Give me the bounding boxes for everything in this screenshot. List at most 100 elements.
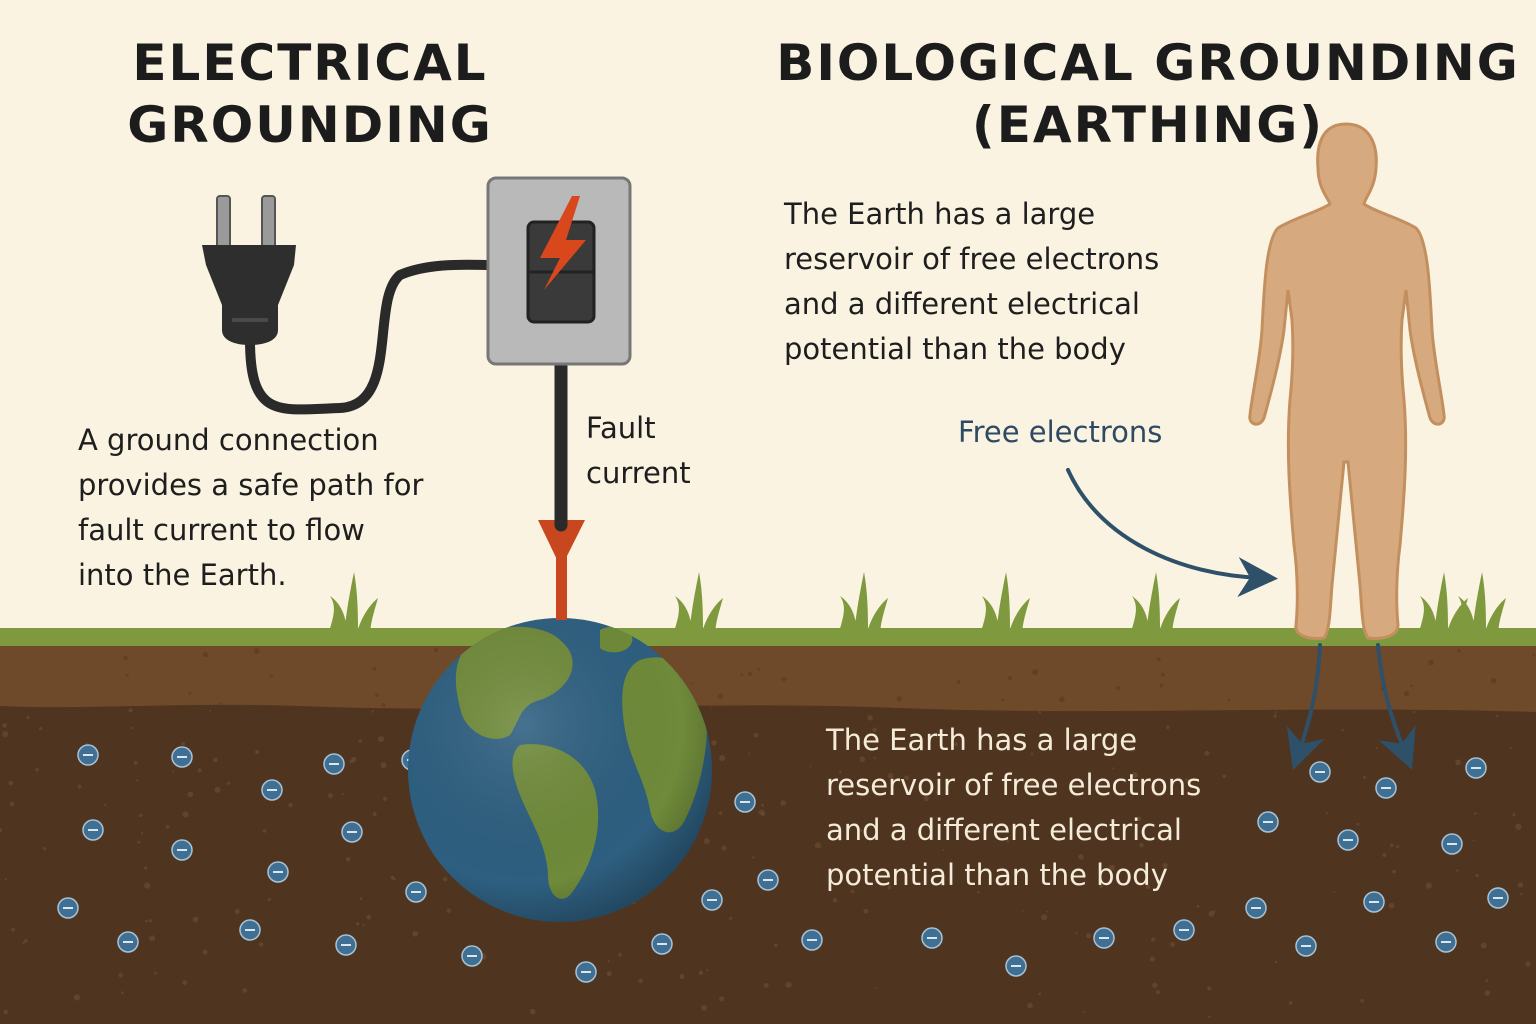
soil-speck xyxy=(380,762,387,769)
soil-speck xyxy=(873,756,877,760)
soil-speck xyxy=(1392,869,1397,874)
soil-speck xyxy=(1325,812,1329,815)
soil-speck xyxy=(1495,714,1499,718)
electron-flow-arrows xyxy=(1066,468,1416,771)
soil-speck xyxy=(1152,982,1158,988)
soil-speck xyxy=(372,667,377,671)
soil-speck xyxy=(757,667,761,671)
electrical-grounding-title: ELECTRICAL GROUNDING xyxy=(0,32,620,156)
soil-speck xyxy=(1480,942,1487,949)
soil-speck xyxy=(208,709,211,712)
soil-speck xyxy=(35,767,39,772)
soil-speck xyxy=(1145,884,1151,890)
soil-speck xyxy=(148,919,153,923)
soil-speck xyxy=(1108,864,1116,871)
soil-speck xyxy=(1475,873,1479,878)
soil-speck xyxy=(1517,882,1524,888)
soil-speck xyxy=(288,802,293,808)
soil-speck xyxy=(341,793,344,796)
soil-speck xyxy=(136,779,139,782)
soil-speck xyxy=(863,908,869,914)
soil-speck xyxy=(1185,778,1189,782)
soil-speck xyxy=(773,943,778,948)
soil-speck xyxy=(956,680,961,684)
soil-speck xyxy=(874,987,877,989)
soil-speck xyxy=(22,941,25,945)
soil-speck xyxy=(859,828,863,832)
soil-speck xyxy=(718,811,723,815)
soil-speck xyxy=(375,693,379,697)
soil-speck xyxy=(1520,892,1523,896)
soil-speck xyxy=(355,922,360,926)
soil-speck xyxy=(711,740,717,746)
soil-speck xyxy=(1388,902,1395,909)
soil-speck xyxy=(371,710,374,713)
soil-speck xyxy=(1045,910,1048,913)
soil-speck xyxy=(1396,845,1400,849)
soil-speck xyxy=(77,784,82,789)
soil-speck xyxy=(887,772,894,779)
soil-speck xyxy=(131,726,134,730)
soil-speck xyxy=(781,676,787,682)
description-line: A ground connection xyxy=(78,423,379,457)
soil-speck xyxy=(2,723,7,728)
soil-speck xyxy=(748,752,751,755)
soil-speck xyxy=(118,972,123,978)
soil-speck xyxy=(1455,759,1461,766)
soil-speck xyxy=(128,708,133,713)
outlet-icon xyxy=(486,176,632,366)
soil-speck xyxy=(832,898,838,903)
soil-speck xyxy=(165,825,170,829)
soil-speck xyxy=(761,811,766,817)
soil-speck xyxy=(850,889,855,894)
soil-speck xyxy=(138,813,143,818)
soil-speck xyxy=(349,759,354,764)
soil-speck xyxy=(1389,843,1394,848)
soil-speck xyxy=(606,970,612,977)
soil-speck xyxy=(39,727,43,731)
soil-speck xyxy=(2,731,9,738)
soil-speck xyxy=(740,673,744,676)
soil-speck xyxy=(358,739,363,743)
soil-speck xyxy=(442,877,448,882)
soil-speck xyxy=(1129,745,1136,752)
soil-speck xyxy=(4,878,7,881)
soil-speck xyxy=(181,741,185,746)
soil-speck xyxy=(1041,914,1048,921)
soil-speck xyxy=(1227,698,1230,701)
soil-speck xyxy=(942,848,945,852)
soil-speck xyxy=(1274,711,1277,714)
soil-speck xyxy=(267,897,272,902)
soil-speck xyxy=(1059,696,1065,703)
soil-speck xyxy=(1161,672,1165,677)
soil-speck xyxy=(703,838,710,845)
title-line: (EARTHING) xyxy=(971,96,1325,154)
soil-speck xyxy=(372,811,377,817)
soil-speck xyxy=(1021,909,1024,912)
soil-speck xyxy=(182,980,188,986)
human-figure-icon xyxy=(1248,122,1446,640)
soil-speck xyxy=(1428,659,1434,666)
soil-speck xyxy=(701,1004,707,1011)
ground xyxy=(0,628,1536,1024)
soil-speck xyxy=(262,829,267,833)
soil-speck xyxy=(145,919,148,923)
globe-icon xyxy=(408,618,712,922)
soil-speck xyxy=(11,927,15,932)
fault-current-arrow xyxy=(538,520,585,620)
soil-speck xyxy=(1456,869,1459,872)
soil-speck xyxy=(1112,767,1115,770)
soil-speck xyxy=(780,800,786,806)
soil-speck xyxy=(359,897,363,900)
soil-speck xyxy=(698,970,704,976)
earth-reservoir-description: The Earth has a large reservoir of free … xyxy=(784,192,1159,372)
soil-speck xyxy=(1375,746,1378,750)
soil-speck xyxy=(809,765,812,768)
plug-icon xyxy=(202,195,296,345)
soil-speck xyxy=(1078,854,1084,860)
soil-speck xyxy=(1170,942,1176,947)
soil-speck xyxy=(125,673,129,677)
soil-speck xyxy=(1515,823,1522,830)
soil-speck xyxy=(1207,986,1212,991)
soil-speck xyxy=(1333,891,1336,894)
